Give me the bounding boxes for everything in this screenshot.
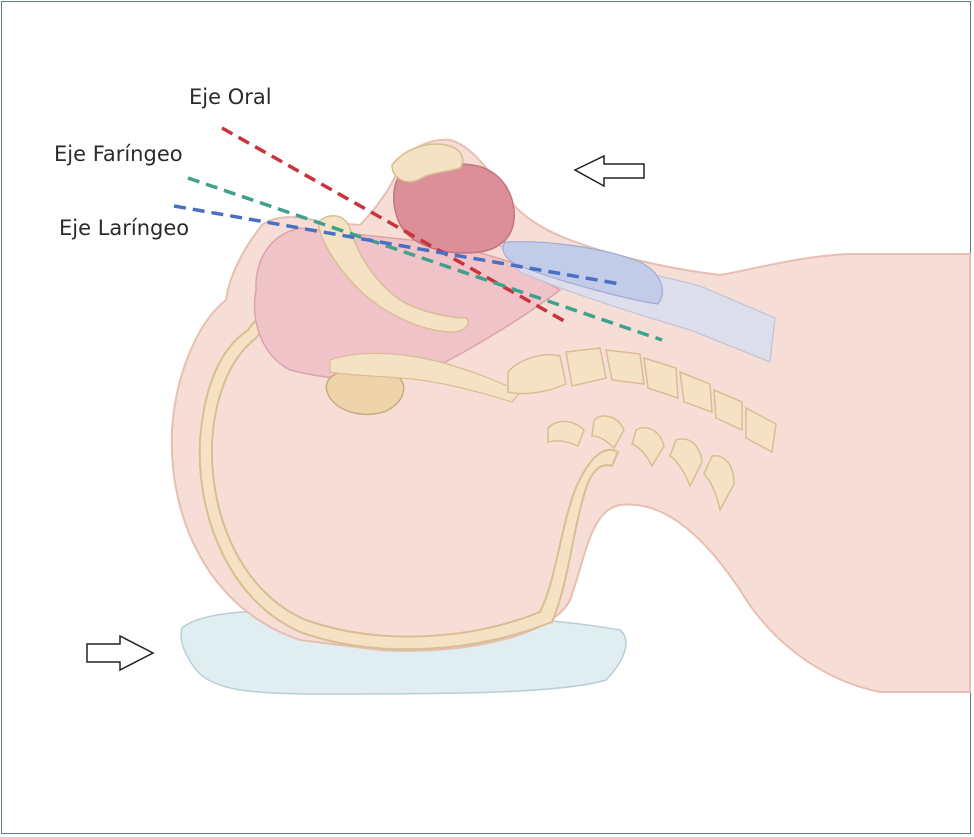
pharyngeal-axis-line xyxy=(187,176,663,342)
skull xyxy=(198,294,620,651)
label-laryngeal-axis: Eje Laríngeo xyxy=(59,216,189,240)
upper-lip xyxy=(391,143,464,183)
arrow-right-icon xyxy=(86,634,155,672)
head-silhouette xyxy=(170,138,971,693)
larynx xyxy=(502,241,663,305)
spinous-processes xyxy=(547,415,735,513)
label-oral-axis: Eje Oral xyxy=(189,85,272,109)
vertebrae xyxy=(507,347,777,454)
oral-axis-line xyxy=(221,126,567,324)
label-pharyngeal-axis: Eje Faríngeo xyxy=(54,142,183,166)
mandible xyxy=(317,215,469,333)
arrow-left-icon xyxy=(573,154,645,188)
palate-bone xyxy=(329,352,521,403)
